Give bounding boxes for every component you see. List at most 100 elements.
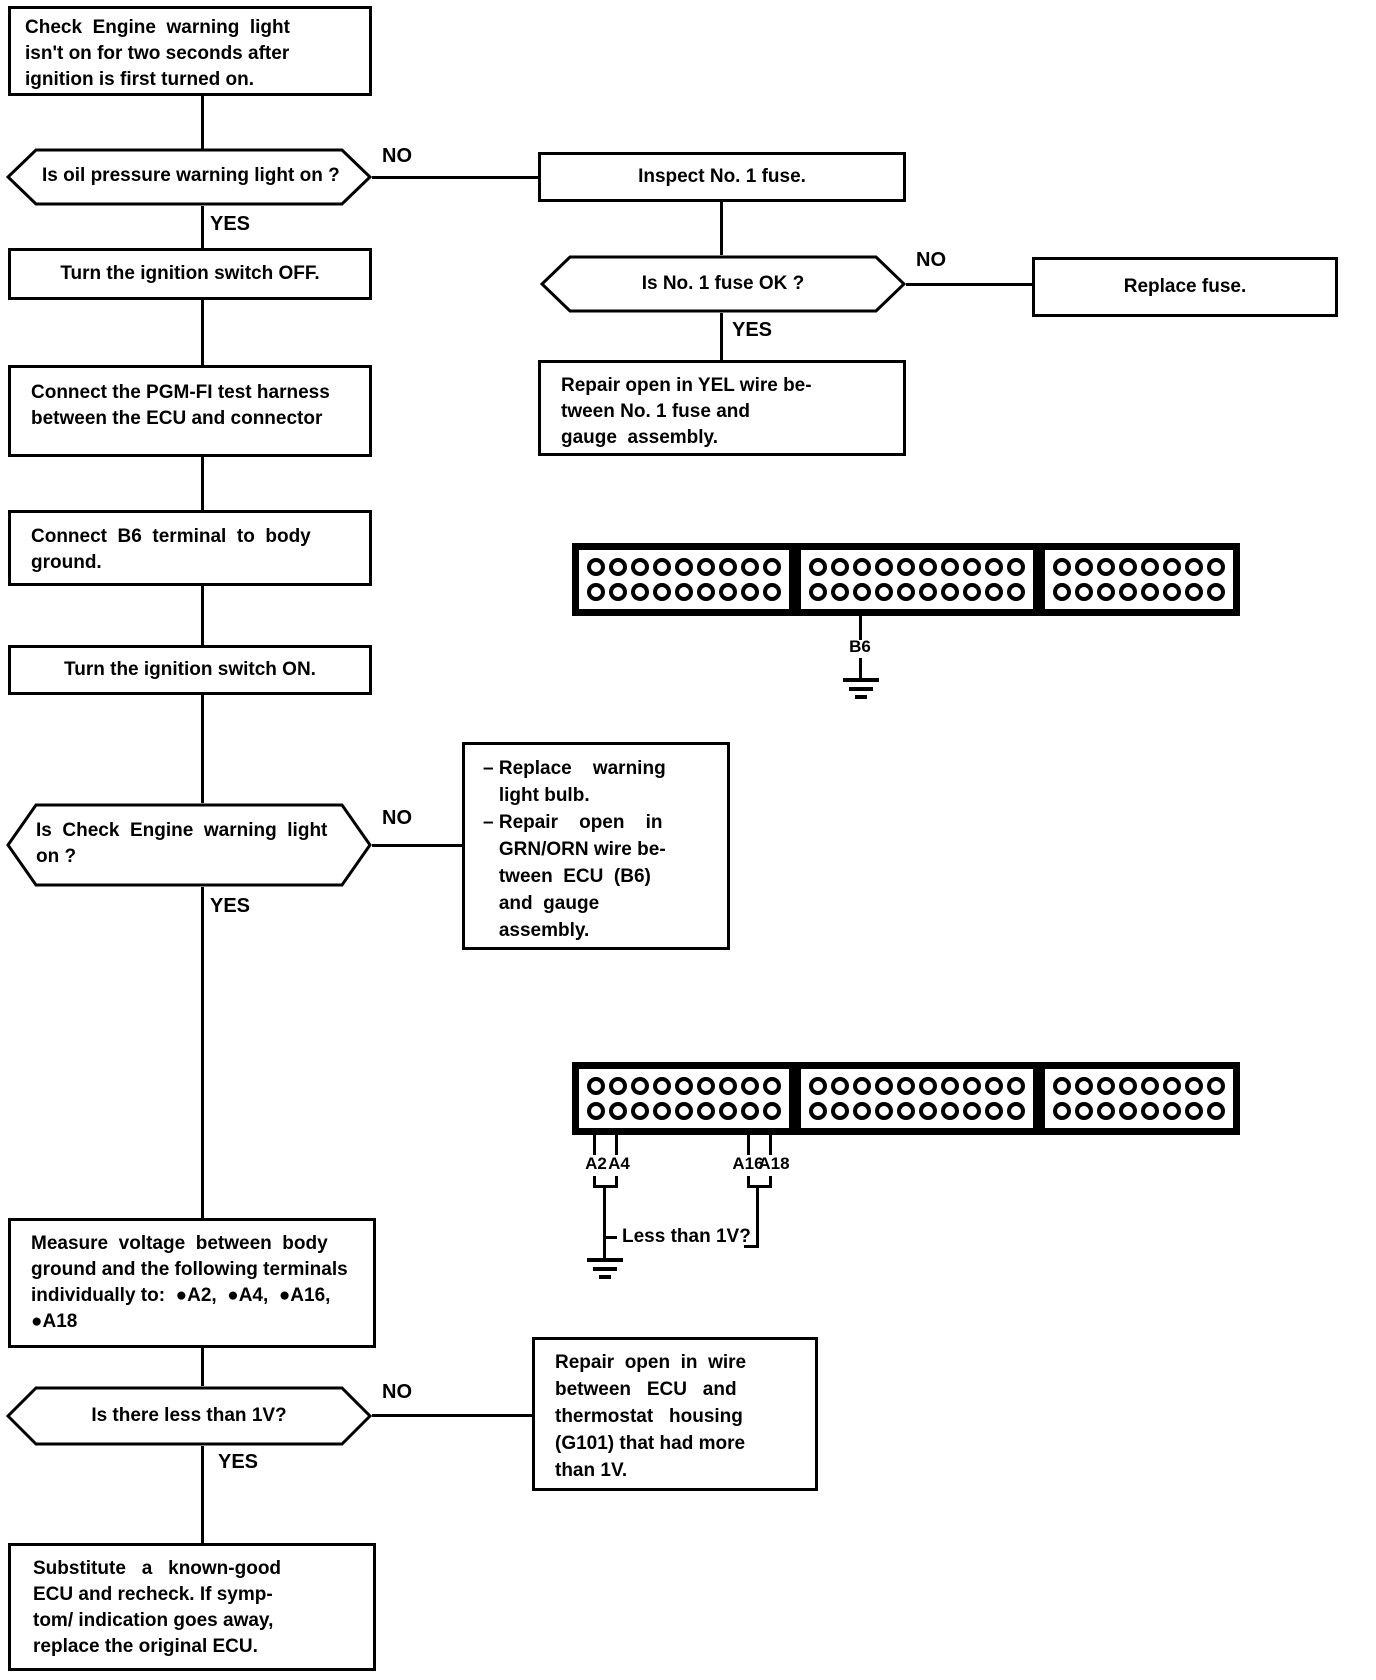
a2-pointer-line bbox=[593, 1135, 596, 1155]
connector-pin bbox=[1007, 1102, 1025, 1120]
no-label: NO bbox=[916, 249, 946, 271]
box-inspect-fuse: Inspect No. 1 fuse. bbox=[538, 152, 906, 202]
connector-pin bbox=[897, 1077, 915, 1095]
connector-pin bbox=[809, 558, 827, 576]
b6-terminal-label: B6 bbox=[849, 637, 871, 656]
b6-pointer-line bbox=[859, 616, 862, 640]
connector-pin bbox=[985, 1102, 1003, 1120]
flow-line bbox=[201, 586, 204, 645]
b6-ground-line bbox=[859, 658, 862, 678]
box-connect-harness: Connect the PGM-FI test harness between … bbox=[8, 365, 372, 457]
connector-pin bbox=[1119, 583, 1137, 601]
connector-pin bbox=[609, 1102, 627, 1120]
connector-pin bbox=[897, 1102, 915, 1120]
connector-pin bbox=[897, 583, 915, 601]
box-repair-thermostat-wire: Repair open in wire between ECU and ther… bbox=[532, 1337, 818, 1491]
connector-pin bbox=[831, 558, 849, 576]
flow-line bbox=[372, 1414, 532, 1417]
flow-line bbox=[720, 202, 723, 255]
connector-pin bbox=[831, 1102, 849, 1120]
connector-pin bbox=[653, 558, 671, 576]
connector-pin bbox=[719, 558, 737, 576]
flow-line bbox=[201, 457, 204, 510]
connector-pin bbox=[1007, 558, 1025, 576]
connector-pin bbox=[697, 1077, 715, 1095]
flow-line bbox=[372, 844, 462, 847]
connector-pin bbox=[1119, 558, 1137, 576]
decision-shape bbox=[6, 1386, 372, 1446]
connector-pin bbox=[919, 558, 937, 576]
connector-pin bbox=[1053, 1102, 1071, 1120]
flow-line bbox=[201, 1446, 204, 1543]
start-condition-box: Check Engine warning light isn't on for … bbox=[8, 6, 372, 96]
flow-line bbox=[201, 1348, 204, 1386]
connector-pin bbox=[609, 558, 627, 576]
connector-pin bbox=[1097, 1102, 1115, 1120]
connector-pin bbox=[1075, 1102, 1093, 1120]
no-label: NO bbox=[382, 145, 412, 167]
connector-pin bbox=[763, 1077, 781, 1095]
connector-pin bbox=[1097, 1077, 1115, 1095]
decision-less-than-1v: Is there less than 1V? bbox=[6, 1386, 372, 1446]
connector-pin bbox=[675, 1102, 693, 1120]
connector-pin bbox=[587, 1077, 605, 1095]
connector-pin bbox=[1163, 583, 1181, 601]
connector-pin bbox=[919, 583, 937, 601]
connector-pin bbox=[875, 1077, 893, 1095]
connector-pin bbox=[653, 1102, 671, 1120]
connector-pin bbox=[1141, 583, 1159, 601]
connector-pin bbox=[675, 1077, 693, 1095]
connector-pin bbox=[587, 583, 605, 601]
bracket-line bbox=[747, 1176, 750, 1188]
bracket-line bbox=[769, 1176, 772, 1188]
connector-pin bbox=[741, 558, 759, 576]
connector-pin bbox=[609, 1077, 627, 1095]
decision-fuse-ok-label: Is No. 1 fuse OK ? bbox=[641, 273, 805, 294]
flow-line bbox=[201, 206, 204, 248]
box-replace-bulb-repair-grn: – Replace warning light bulb. – Repair o… bbox=[462, 742, 730, 950]
connector-pin bbox=[1075, 583, 1093, 601]
a16-pointer-line bbox=[747, 1135, 750, 1155]
connector-pin bbox=[697, 583, 715, 601]
box-replace-fuse: Replace fuse. bbox=[1032, 257, 1338, 317]
decision-fuse-ok: Is No. 1 fuse OK ? bbox=[540, 255, 906, 313]
connector-pin bbox=[631, 558, 649, 576]
connector-pin bbox=[1119, 1077, 1137, 1095]
terminal-label-a4: A4 bbox=[608, 1154, 630, 1173]
measurement-line bbox=[756, 1188, 759, 1248]
connector-pin bbox=[875, 583, 893, 601]
connector-pin bbox=[941, 583, 959, 601]
connector-pin bbox=[809, 583, 827, 601]
terminal-label-a18: A18 bbox=[758, 1154, 790, 1173]
no-label: NO bbox=[382, 1381, 412, 1403]
connector-pin bbox=[1097, 583, 1115, 601]
box-substitute-ecu: Substitute a known-good ECU and recheck.… bbox=[8, 1543, 376, 1671]
decision-oil-pressure: Is oil pressure warning light on ? bbox=[6, 148, 372, 206]
connector-pin bbox=[831, 1077, 849, 1095]
connector-pin bbox=[763, 583, 781, 601]
flow-line bbox=[201, 695, 204, 803]
measurement-line bbox=[603, 1188, 606, 1258]
connector-pin bbox=[963, 1077, 981, 1095]
connector-pin bbox=[875, 558, 893, 576]
connector-pin bbox=[763, 1102, 781, 1120]
connector-pin bbox=[853, 1102, 871, 1120]
connector-pin bbox=[1163, 1077, 1181, 1095]
connector-pin bbox=[963, 558, 981, 576]
box-ignition-off: Turn the ignition switch OFF. bbox=[8, 248, 372, 300]
connector-pin bbox=[809, 1102, 827, 1120]
terminal-label-a2: A2 bbox=[585, 1154, 607, 1173]
connector-pin bbox=[919, 1102, 937, 1120]
connector-pin bbox=[697, 1102, 715, 1120]
connector-pin bbox=[875, 1102, 893, 1120]
connector-pin bbox=[1053, 1077, 1071, 1095]
connector-pin bbox=[1207, 1102, 1225, 1120]
connector-pin bbox=[941, 1077, 959, 1095]
decision-shape bbox=[6, 803, 372, 887]
connector-pin bbox=[963, 583, 981, 601]
connector-pin bbox=[741, 1077, 759, 1095]
flow-line bbox=[201, 96, 204, 150]
connector-pin bbox=[631, 1102, 649, 1120]
connector-pin bbox=[719, 583, 737, 601]
